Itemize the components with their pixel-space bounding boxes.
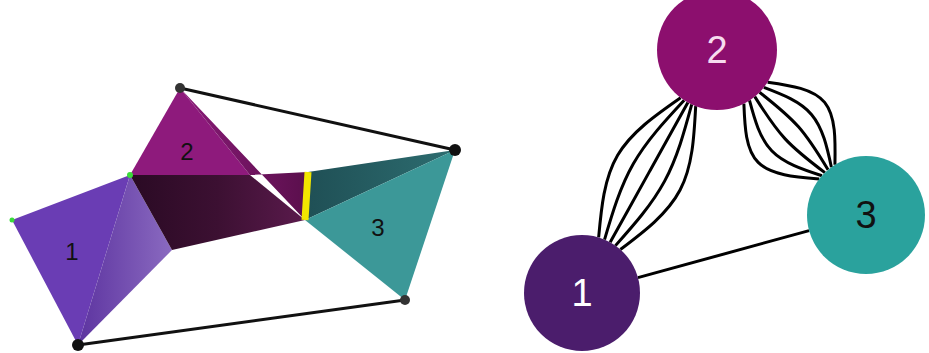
graph-edge <box>610 102 688 242</box>
graph-edge <box>755 97 825 173</box>
vertex-dot <box>10 218 15 223</box>
edge-line <box>180 88 455 150</box>
node-number: 2 <box>706 31 727 69</box>
region-number: 1 <box>65 240 78 264</box>
vertex-dot <box>400 295 410 305</box>
region-3 <box>305 150 455 300</box>
vertex-dot <box>72 339 84 351</box>
graph-node-circle: 3 <box>807 156 925 274</box>
graph-edge <box>620 106 695 249</box>
region-number: 3 <box>371 216 384 240</box>
node-number: 3 <box>855 196 876 234</box>
node-number: 1 <box>571 274 592 312</box>
vertex-dot <box>449 144 461 156</box>
edge-line <box>78 300 405 345</box>
graph-edge <box>744 104 819 179</box>
graph-edge <box>605 100 685 239</box>
triangle <box>305 150 455 300</box>
graph-edge <box>760 92 829 170</box>
triangle <box>130 175 305 250</box>
region-number: 2 <box>180 140 193 164</box>
graph-edge <box>638 231 809 278</box>
highlighted-edge <box>305 172 308 220</box>
vertex-dot <box>175 83 185 93</box>
graph-node-circle: 1 <box>524 235 640 351</box>
vertex-dot <box>127 172 133 178</box>
